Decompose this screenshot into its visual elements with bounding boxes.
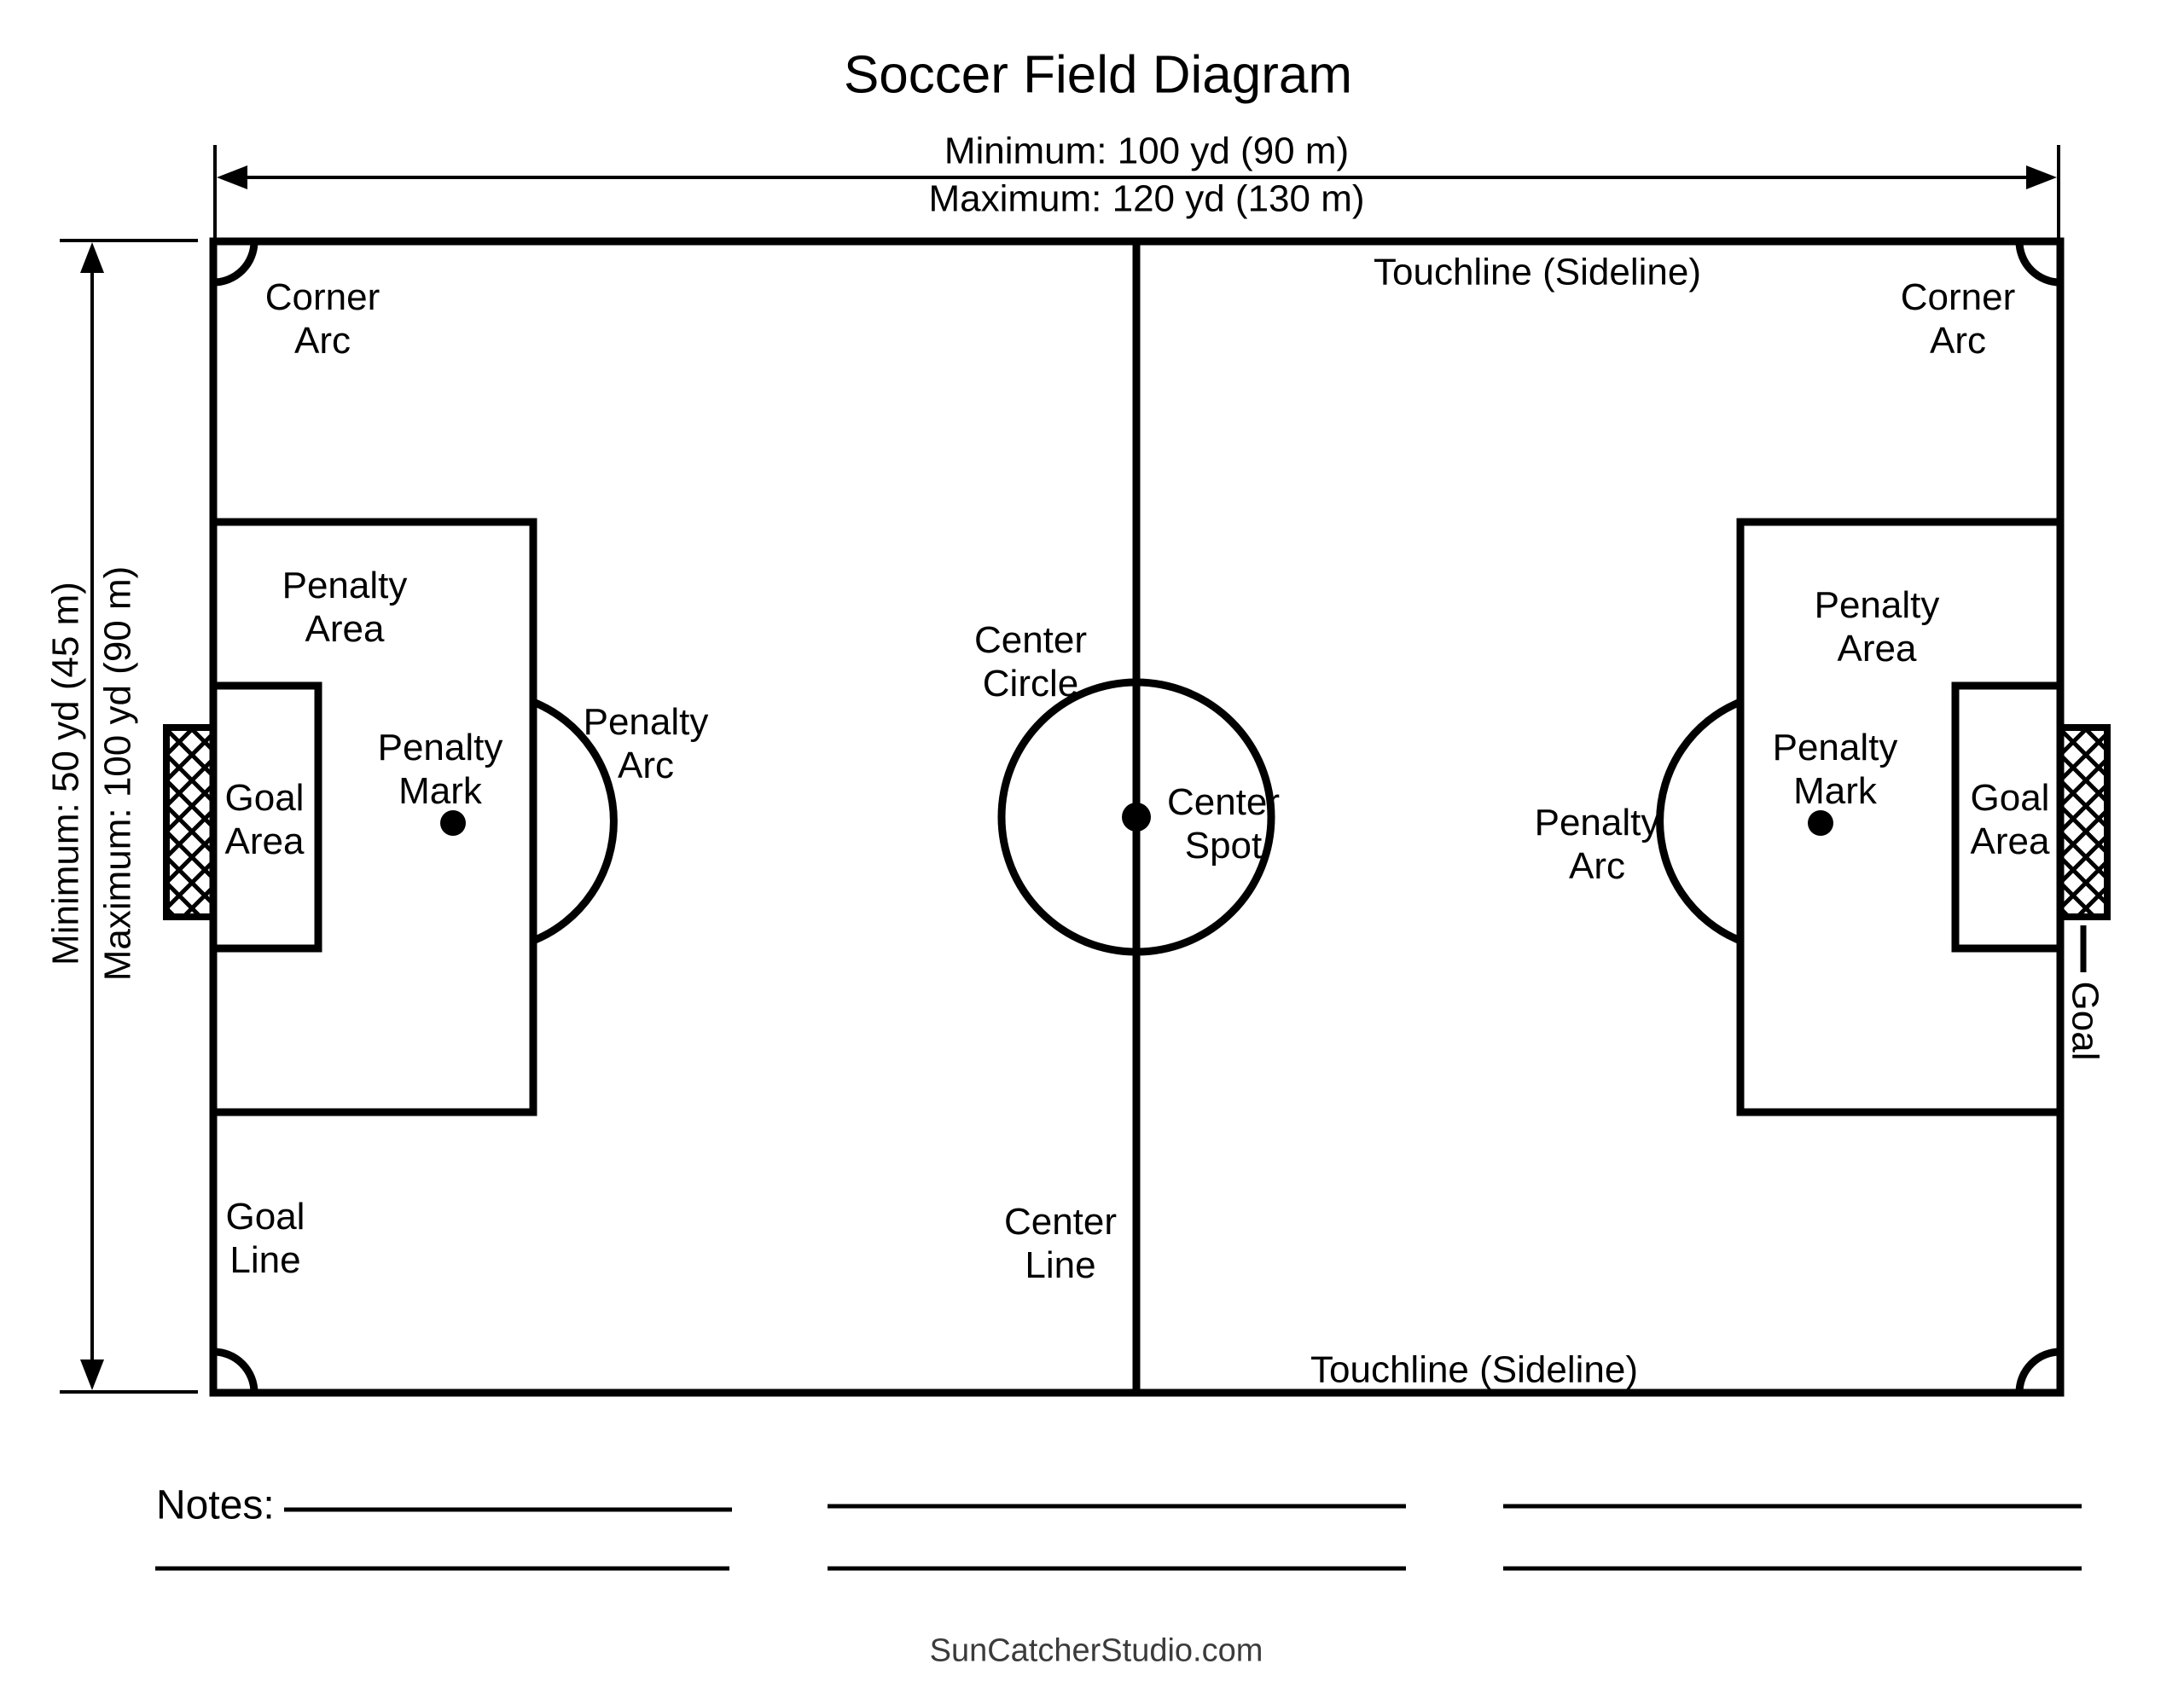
penalty-mark-left-dot [440, 810, 466, 836]
penalty-mark-right-label: Penalty Mark [1772, 726, 1898, 812]
center-spot-label: Center Spot [1166, 780, 1281, 867]
length-max-label: Maximum: 120 yd (130 m) [928, 177, 1365, 220]
notes-label: Notes: [156, 1482, 275, 1528]
goals [163, 724, 2111, 972]
penalty-mark-left-label: Penalty Mark [377, 726, 503, 812]
arrowhead-right-icon [2026, 165, 2057, 189]
notes-lines [155, 1504, 2082, 1571]
corner-arc-bottom-right [2015, 1348, 2061, 1394]
arrowhead-up-icon [80, 242, 104, 273]
length-min-label: Minimum: 100 yd (90 m) [944, 130, 1350, 172]
penalty-mark-right-dot [1808, 810, 1833, 836]
page-title: Soccer Field Diagram [843, 45, 1353, 105]
penalty-arc-right-label: Penalty Arc [1534, 801, 1660, 887]
penalty-area-right-label: Penalty Area [1814, 583, 1940, 670]
arrowhead-down-icon [80, 1359, 104, 1390]
corner-arc-top-right [2015, 241, 2061, 287]
width-max-label: Maximum: 100 yd (90 m) [96, 565, 139, 982]
goal-area-right-label: Goal Area [1970, 776, 2050, 862]
touchline-bottom-label: Touchline (Sideline) [1310, 1348, 1638, 1391]
penalty-arc-left-label: Penalty Arc [583, 700, 709, 786]
touchline-top-label: Touchline (Sideline) [1374, 251, 1701, 293]
penalty-arc-left [531, 698, 618, 945]
corner-arc-bottom-left [212, 1348, 258, 1394]
penalty-arc-right [1656, 698, 1742, 945]
arrowhead-left-icon [217, 165, 247, 189]
length-dimension [213, 145, 2060, 239]
center-line-label: Center Line [1003, 1200, 1118, 1286]
width-min-label: Minimum: 50 yd (45 m) [44, 582, 87, 965]
goal-right-label: Goal [2064, 981, 2106, 1061]
goal-line-label: Goal Line [225, 1195, 305, 1281]
penalty-area-left-label: Penalty Area [282, 564, 408, 650]
goal-area-left-label: Goal Area [224, 776, 305, 862]
corner-arc-top-left [212, 241, 258, 287]
center-circle-label: Center Circle [973, 618, 1088, 704]
center-spot-dot [1122, 803, 1151, 832]
corner-arc-top-right-label: Corner Arc [1900, 275, 2016, 362]
goal-right [2057, 724, 2111, 920]
center-circle [997, 678, 1275, 956]
footer-site-text: SunCatcherStudio.com [929, 1632, 1263, 1669]
corner-arc-top-left-label: Corner Arc [264, 275, 380, 362]
goal-left [163, 724, 217, 920]
width-dimension [60, 239, 198, 1394]
